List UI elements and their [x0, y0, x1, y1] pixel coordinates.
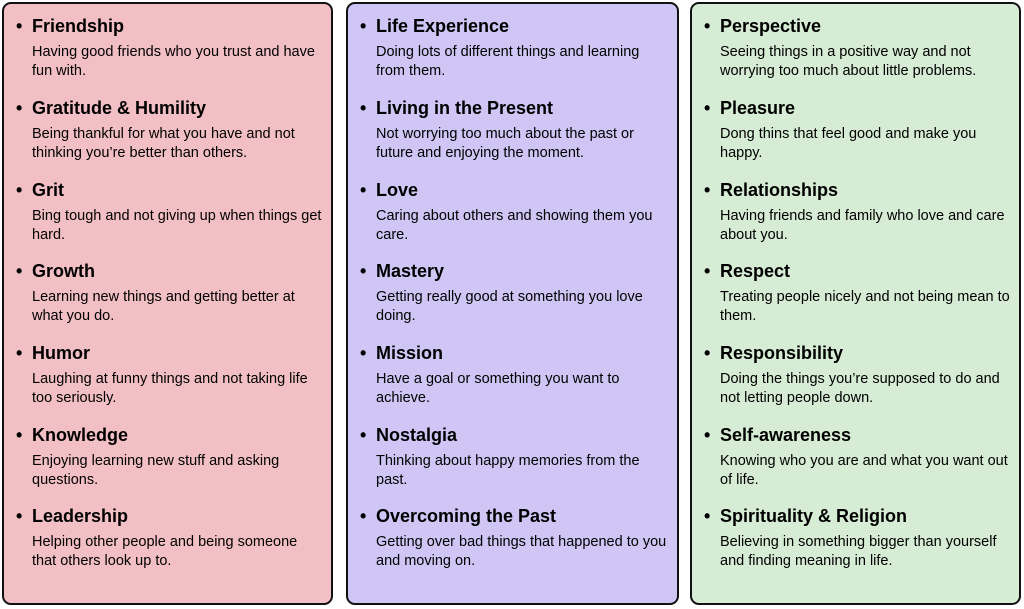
- value-title-text: Spirituality & Religion: [720, 506, 908, 526]
- value-title-text: Pleasure: [720, 98, 796, 118]
- value-description: Knowing who you are and what you want ou…: [720, 453, 1008, 488]
- value-title-text: Self-awareness: [720, 425, 852, 445]
- value-title: • Respect: [704, 261, 790, 281]
- value-title-text: Knowledge: [32, 425, 129, 445]
- value-description: Thinking about happy memories from the p…: [376, 453, 640, 488]
- value-title-text: Humor: [32, 343, 90, 363]
- value-title-text: Living in the Present: [376, 98, 554, 118]
- bullet-icon: •: [360, 16, 367, 36]
- value-title-text: Grit: [32, 180, 65, 200]
- value-description: Bing tough and not giving up when things…: [32, 208, 322, 243]
- bullet-icon: •: [16, 16, 23, 36]
- value-title-text: Overcoming the Past: [376, 506, 557, 526]
- value-title-text: Gratitude & Humility: [32, 98, 207, 118]
- value-title: • Love: [360, 180, 418, 200]
- value-title-text: Mastery: [376, 261, 445, 281]
- bullet-icon: •: [704, 180, 711, 200]
- value-title: • Relationships: [704, 180, 838, 200]
- bullet-icon: •: [360, 180, 367, 200]
- bullet-icon: •: [704, 16, 711, 36]
- value-description: Laughing at funny things and not taking …: [32, 371, 308, 406]
- value-title-text: Leadership: [32, 506, 129, 526]
- value-title-text: Nostalgia: [376, 425, 458, 445]
- value-title-text: Growth: [32, 261, 95, 281]
- bullet-icon: •: [16, 98, 23, 118]
- value-description: Treating people nicely and not being mea…: [720, 289, 1010, 324]
- value-description: Helping other people and being someone t…: [32, 534, 298, 569]
- value-title-text: Friendship: [32, 16, 125, 36]
- value-title: • Perspective: [704, 16, 821, 36]
- value-title: • Growth: [16, 261, 95, 281]
- value-title: • Nostalgia: [360, 425, 457, 445]
- value-title: • Mastery: [360, 261, 444, 281]
- value-title: • Life Experience: [360, 16, 509, 36]
- value-title: • Friendship: [16, 16, 124, 36]
- values-column-3: • Perspective Seeing things in a positive…: [690, 2, 1021, 605]
- values-column-1: • Friendship Having good friends who you …: [2, 2, 333, 605]
- bullet-icon: •: [360, 98, 367, 118]
- bullet-icon: •: [360, 261, 367, 281]
- value-title: • Leadership: [16, 506, 128, 526]
- value-title-text: Responsibility: [720, 343, 844, 363]
- value-description: Enjoying learning new stuff and asking q…: [32, 453, 280, 488]
- value-title-text: Life Experience: [376, 16, 510, 36]
- value-title-text: Perspective: [720, 16, 822, 36]
- value-title-text: Relationships: [720, 180, 839, 200]
- bullet-icon: •: [704, 343, 711, 363]
- value-title: • Pleasure: [704, 98, 795, 118]
- value-title: • Mission: [360, 343, 443, 363]
- bullet-icon: •: [704, 98, 711, 118]
- bullet-icon: •: [16, 425, 23, 445]
- value-title: • Gratitude & Humility: [16, 98, 206, 118]
- value-title: • Living in the Present: [360, 98, 553, 118]
- value-description: Seeing things in a positive way and not …: [720, 44, 977, 79]
- value-description: Have a goal or something you want to ach…: [376, 371, 620, 406]
- value-description: Not worrying too much about the past or …: [376, 126, 634, 161]
- value-description: Having good friends who you trust and ha…: [32, 44, 315, 79]
- bullet-icon: •: [16, 506, 23, 526]
- values-column-2: • Life Experience Doing lots of different…: [346, 2, 679, 605]
- value-description: Doing the things you’re supposed to do a…: [720, 371, 1000, 406]
- value-description: Having friends and family who love and c…: [720, 208, 1005, 243]
- bullet-icon: •: [360, 425, 367, 445]
- value-title-text: Respect: [720, 261, 791, 281]
- value-description: Dong thins that feel good and make you h…: [720, 126, 977, 161]
- value-description: Doing lots of different things and learn…: [376, 44, 640, 79]
- bullet-icon: •: [704, 261, 711, 281]
- value-title: • Grit: [16, 180, 64, 200]
- value-description: Getting over bad things that happened to…: [376, 534, 667, 569]
- value-description: Being thankful for what you have and not…: [32, 126, 295, 161]
- bullet-icon: •: [360, 506, 367, 526]
- value-title-text: Mission: [376, 343, 444, 363]
- value-title: • Self-awareness: [704, 425, 851, 445]
- value-title: • Overcoming the Past: [360, 506, 556, 526]
- value-title-text: Love: [376, 180, 419, 200]
- value-title: • Humor: [16, 343, 90, 363]
- bullet-icon: •: [704, 506, 711, 526]
- value-title: • Responsibility: [704, 343, 843, 363]
- bullet-icon: •: [16, 343, 23, 363]
- value-description: Getting really good at something you lov…: [376, 289, 643, 324]
- value-title: • Knowledge: [16, 425, 128, 445]
- bullet-icon: •: [16, 180, 23, 200]
- value-description: Caring about others and showing them you…: [376, 208, 653, 243]
- bullet-icon: •: [360, 343, 367, 363]
- value-description: Believing in something bigger than yours…: [720, 534, 997, 569]
- bullet-icon: •: [704, 425, 711, 445]
- bullet-icon: •: [16, 261, 23, 281]
- value-description: Learning new things and getting better a…: [32, 289, 295, 324]
- value-title: • Spirituality & Religion: [704, 506, 907, 526]
